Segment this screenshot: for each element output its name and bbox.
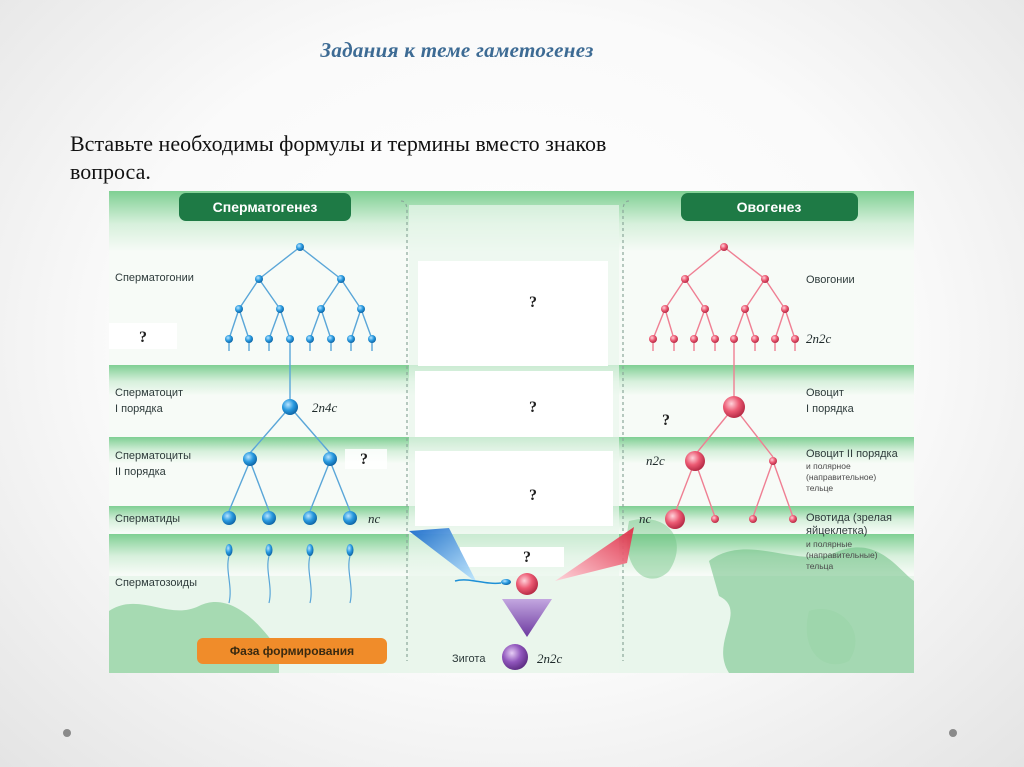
label-spermatocyte-1-line1: Сперматоцит: [115, 387, 183, 399]
spermatogenesis-header-bg: [179, 193, 351, 221]
question-box-center-1: [418, 261, 608, 366]
question-box-center-2: [415, 371, 613, 437]
label-spermatids: Сперматиды: [115, 513, 180, 525]
label-oocyte-2-line4: тельце: [806, 483, 833, 493]
question-mark-center-1: ?: [529, 294, 537, 311]
formula-zygote: 2n2c: [537, 651, 563, 666]
label-spermatocyte-1-line2: I порядка: [115, 403, 164, 415]
oogonia-tree-lines: [652, 246, 796, 518]
slide-title: Задания к теме гаметогенез: [320, 38, 594, 62]
egg-at-fertilization: [516, 573, 538, 595]
formula-spermatids: nc: [368, 511, 381, 526]
label-ootid-line4: (направительные): [806, 550, 878, 560]
sperm-arrow: [409, 528, 477, 583]
task-text: Вставьте необходимы формулы и термины вм…: [70, 130, 790, 186]
label-oocyte-2-line1: Овоцит II порядка: [806, 448, 899, 460]
egg-arrow: [555, 527, 634, 581]
label-ootid-line2: яйцеклетка): [806, 525, 867, 537]
gametogenesis-diagram: Сперматогенез Овогенез: [109, 191, 914, 673]
question-mark-center-2: ?: [529, 399, 537, 416]
label-spermatozoa: Сперматозоиды: [115, 577, 197, 589]
label-oocyte-1-line2: I порядка: [806, 403, 855, 415]
oogenesis-header-bg: [681, 193, 858, 221]
formula-oogonia: 2n2c: [806, 331, 832, 346]
question-box-center-3: [415, 451, 613, 526]
label-spermatogonia: Сперматогонии: [115, 272, 194, 284]
task-line-2: вопроса.: [70, 159, 151, 184]
spermatid-cells: [222, 511, 357, 525]
question-mark-spermatocytes-2: ?: [360, 451, 368, 468]
polar-body-1: [769, 457, 777, 465]
label-spermatocytes-2-line2: II порядка: [115, 466, 167, 478]
spermatocyte-2-cell-a: [243, 452, 257, 466]
slide-corner-dot-left: [63, 729, 71, 737]
task-line-1: Вставьте необходимы формулы и термины вм…: [70, 131, 607, 156]
label-oogonia: Овогонии: [806, 274, 855, 286]
question-mark-spermatogonia: ?: [139, 329, 147, 346]
formula-oocyte-2: n2c: [646, 453, 665, 468]
question-mark-oocyte-1: ?: [662, 412, 670, 429]
spermatocyte-1-cell: [282, 399, 298, 415]
zygote-cell: [502, 644, 528, 670]
label-ootid-line1: Овотида (зрелая: [806, 512, 892, 524]
zygote-arrow: [502, 599, 552, 637]
sperm-at-egg: [454, 579, 502, 585]
label-ootid-line5: тельца: [806, 561, 833, 571]
slide-corner-dot-right: [949, 729, 957, 737]
question-box-spermatogonia: [109, 323, 177, 349]
spermatocyte-2-cell-b: [323, 452, 337, 466]
spermatogonia-cells: [225, 243, 376, 343]
spermatogenesis-header: Сперматогенез: [213, 199, 318, 215]
polar-bodies-2: [711, 515, 797, 523]
diagram-svg: Сперматогенез Овогенез: [109, 191, 914, 673]
question-mark-center-4: ?: [523, 549, 531, 566]
label-oocyte-2-line3: (направительное): [806, 472, 876, 482]
formula-ootid: nc: [639, 511, 652, 526]
oogenesis-header: Овогенез: [737, 199, 802, 215]
label-zygote: Зигота: [452, 653, 486, 665]
label-oocyte-2-line2: и полярное: [806, 461, 851, 471]
question-box-center-4: [460, 547, 564, 567]
question-box-spermatocytes-2: [345, 449, 387, 469]
phase-label: Фаза формирования: [230, 644, 354, 658]
phase-label-bg: [197, 638, 387, 664]
oocyte-2-cell: [685, 451, 705, 471]
formula-spermatocyte-1: 2n4c: [312, 400, 338, 415]
oogonia-cells: [649, 243, 799, 343]
question-mark-center-3: ?: [529, 487, 537, 504]
ootid-cell: [665, 509, 685, 529]
label-oocyte-1-line1: Овоцит: [806, 387, 844, 399]
label-ootid-line3: и полярные: [806, 539, 852, 549]
oocyte-1-cell: [723, 396, 745, 418]
spermatozoa: [225, 544, 354, 604]
label-spermatocytes-2-line1: Сперматоциты: [115, 450, 191, 462]
